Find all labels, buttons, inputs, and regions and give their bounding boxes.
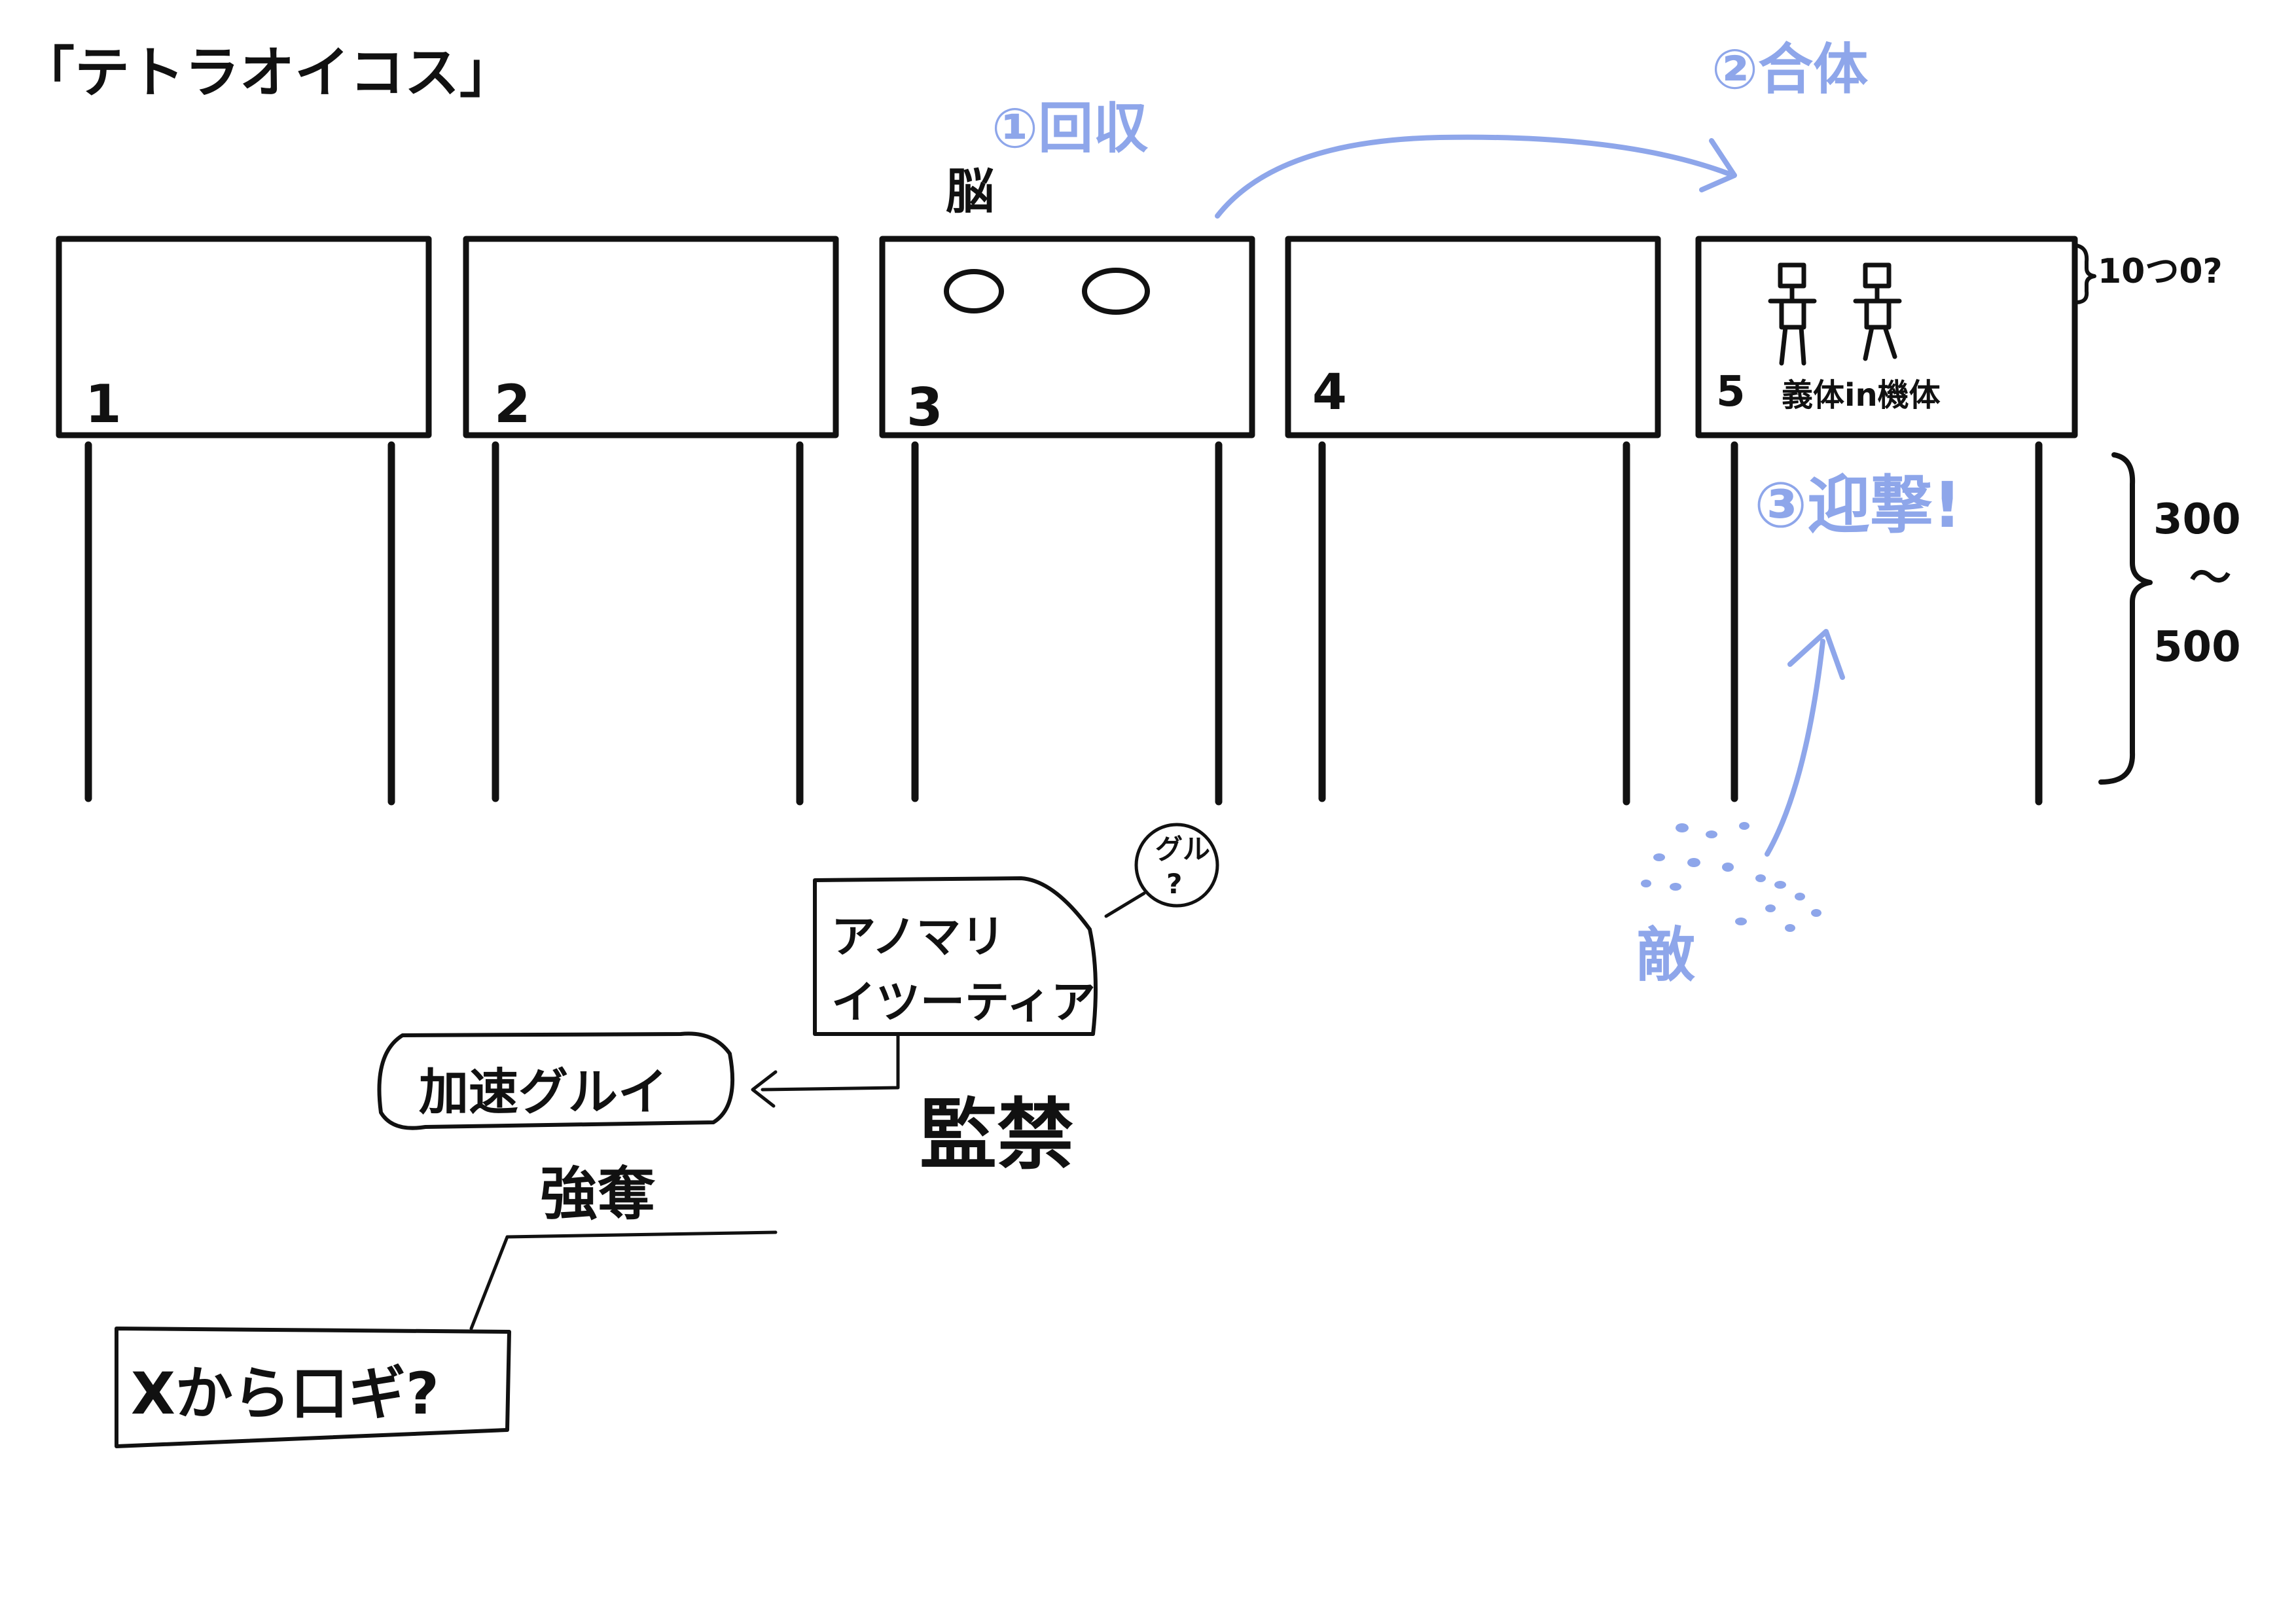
anomaly-line2: イツーティア bbox=[831, 977, 1096, 1029]
goudatsu-to-question-connector bbox=[469, 1230, 778, 1330]
pillar-2-box bbox=[463, 236, 839, 438]
intercept-arrow bbox=[1765, 639, 1825, 857]
figure-right-icon bbox=[1853, 262, 1902, 361]
figure-left-icon bbox=[1768, 262, 1817, 366]
question-box: Xから口ギ? bbox=[115, 1327, 511, 1448]
brain-left-icon bbox=[944, 269, 1004, 313]
step2-label: ②合体 bbox=[1712, 37, 1868, 101]
height-dimension: 300 〜 500 bbox=[2098, 452, 2241, 785]
pillar-3-number: 3 bbox=[906, 377, 943, 438]
top-brace bbox=[2074, 243, 2096, 304]
pillar-1-box bbox=[56, 236, 432, 438]
combine-arrow bbox=[1215, 134, 1731, 219]
kasoku-box-outline bbox=[377, 1031, 735, 1130]
pillar-2-number: 2 bbox=[494, 374, 531, 435]
anomaly-box-outline bbox=[813, 876, 1098, 1036]
anomaly-box: アノマリ イツーティア bbox=[813, 876, 1098, 1036]
pillar-5-box bbox=[1695, 236, 2078, 438]
question-box-outline bbox=[115, 1327, 511, 1448]
pillar-3-box bbox=[879, 236, 1255, 438]
height-to-label: 500 bbox=[2153, 623, 2241, 671]
height-tilde: 〜 bbox=[2189, 554, 2231, 603]
top-dimension-label: 10つ0? bbox=[2098, 252, 2223, 291]
anomaly-to-kasoku-connector bbox=[761, 1033, 900, 1092]
pillar-3-label-above: 脳 bbox=[946, 164, 994, 220]
speech-bubble: グル ? bbox=[1104, 823, 1219, 918]
combine-arrow-head bbox=[1699, 138, 1737, 192]
pillar-3: 脳 3 bbox=[879, 164, 1255, 806]
intercept-arrow-head bbox=[1787, 629, 1845, 680]
kansoku-label: 監禁 bbox=[920, 1090, 1074, 1180]
pillar-1-number: 1 bbox=[85, 374, 122, 435]
kasoku-box: 加速グルイ bbox=[377, 1031, 735, 1130]
speech-bubble-tail bbox=[1104, 891, 1146, 918]
step3-label: ③迎撃! bbox=[1754, 469, 1962, 542]
pillar-1: 1 bbox=[56, 236, 432, 806]
pillar-2: 2 bbox=[463, 236, 839, 806]
pillar-4-box bbox=[1285, 236, 1661, 438]
pillar-4-number: 4 bbox=[1312, 363, 1347, 421]
height-brace bbox=[2098, 452, 2153, 785]
goudatsu-label: 強奪 bbox=[540, 1160, 656, 1228]
question-label: Xから口ギ? bbox=[131, 1360, 439, 1427]
height-from-label: 300 bbox=[2153, 495, 2241, 544]
enemy-swarm-icon bbox=[1641, 822, 1821, 932]
pillar-5-caption: 義体in機体 bbox=[1782, 377, 1941, 414]
step1-label: ①回収 bbox=[992, 96, 1148, 160]
pillar-4: 4 bbox=[1285, 236, 1661, 806]
kasoku-label: 加速グルイ bbox=[419, 1063, 668, 1121]
bubble-line2: ? bbox=[1166, 868, 1182, 900]
pillar-5: 5 義体in機体 bbox=[1695, 236, 2078, 806]
anomaly-line1: アノマリ bbox=[831, 912, 1005, 963]
title: 「テトラオイコス」 bbox=[20, 41, 514, 105]
enemy-label: 敵 bbox=[1636, 921, 1695, 990]
top-dimension: 10つ0? bbox=[2074, 243, 2223, 304]
speech-bubble-circle bbox=[1134, 823, 1219, 908]
connector-arrow-head bbox=[751, 1070, 778, 1108]
bubble-line1: グル bbox=[1155, 833, 1210, 865]
brain-right-icon bbox=[1082, 268, 1150, 315]
pillar-5-number: 5 bbox=[1716, 368, 1746, 416]
